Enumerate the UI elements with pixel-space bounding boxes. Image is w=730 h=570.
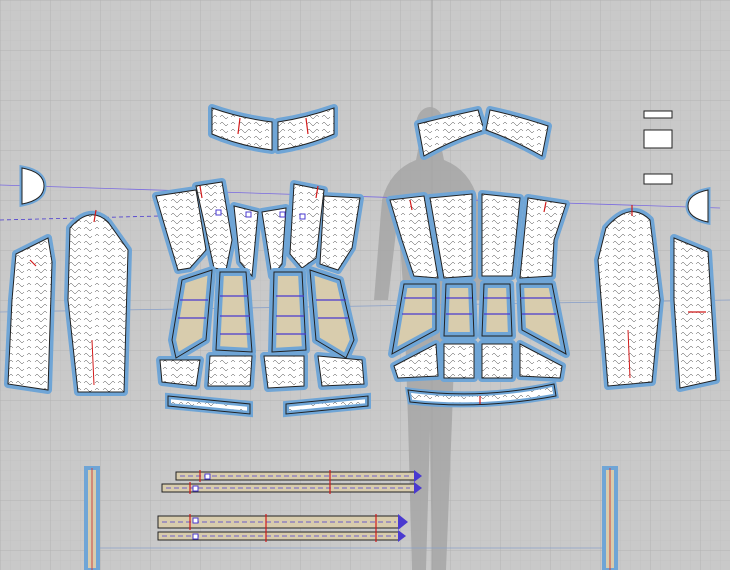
back-upper-panels[interactable] — [386, 190, 570, 282]
collar-back-right-piece[interactable] — [482, 106, 552, 160]
cuff-right-piece[interactable] — [685, 186, 711, 226]
cuff-left-piece[interactable] — [19, 165, 47, 207]
sleeve-right-top-piece[interactable] — [594, 205, 664, 390]
front-waistband-pieces[interactable] — [165, 392, 371, 418]
tab-pieces[interactable] — [643, 110, 673, 185]
front-upper-panels[interactable] — [152, 178, 364, 280]
arrow-tip-icon — [398, 470, 422, 542]
back-lower-panels[interactable] — [388, 280, 570, 382]
front-lower-panels[interactable] — [156, 266, 368, 392]
side-strip-right[interactable] — [602, 466, 618, 570]
sleeve-right-under-piece[interactable] — [670, 234, 720, 392]
square-handle-icon[interactable] — [192, 209, 306, 540]
back-waistband-piece[interactable] — [404, 381, 559, 408]
collar-right-piece[interactable] — [274, 104, 338, 154]
sleeve-left-top-piece[interactable] — [64, 209, 132, 396]
sleeve-left-under-piece[interactable] — [4, 234, 56, 394]
side-strip-left[interactable] — [84, 466, 100, 570]
collar-left-piece[interactable] — [208, 104, 276, 154]
